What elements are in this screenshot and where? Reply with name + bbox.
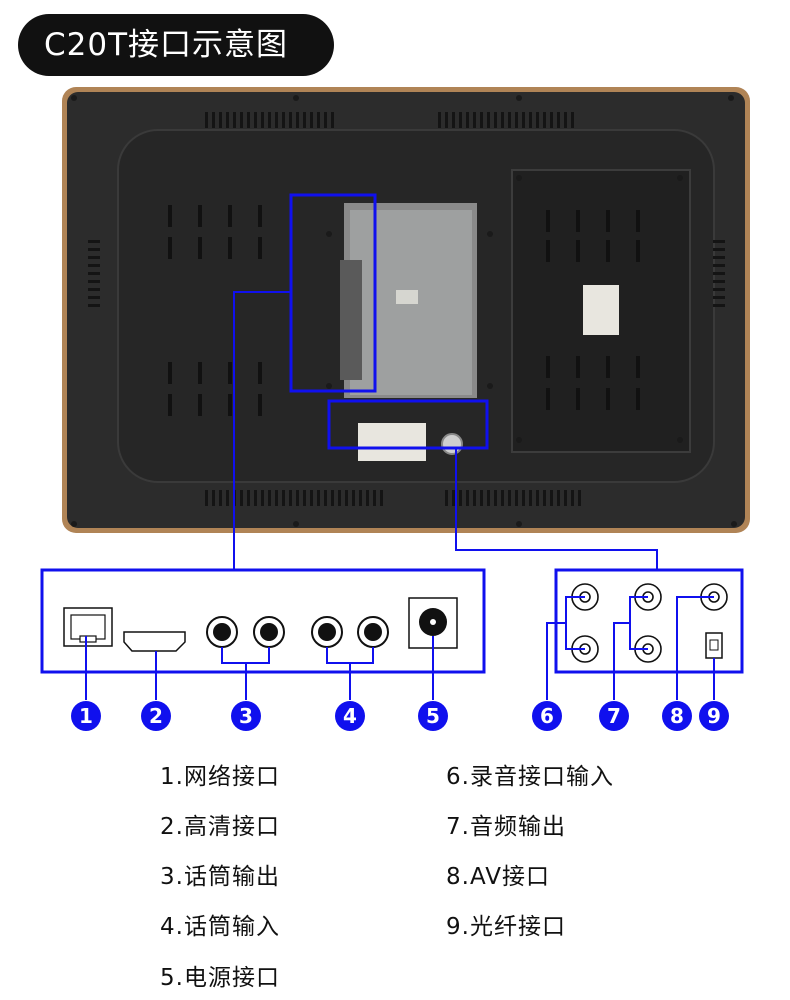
title-badge: C20T接口示意图 <box>18 14 334 76</box>
callout-connectors <box>85 596 715 700</box>
product-label-sticker <box>358 423 426 461</box>
page-title: C20T接口示意图 <box>44 27 289 63</box>
callout-2 <box>141 701 171 731</box>
callout-number-5: 5 <box>426 704 440 728</box>
highlight-bottom-ports <box>327 399 489 450</box>
legend-item-7: 7.音频输出 <box>446 814 566 840</box>
mic-output-jacks-icon <box>206 616 285 648</box>
callout-number-7: 7 <box>607 704 621 728</box>
callout-number-2: 2 <box>149 704 163 728</box>
leader-line-right <box>455 448 658 570</box>
callout-6 <box>532 701 562 731</box>
legend-item-9: 9.光纤接口 <box>446 914 566 940</box>
legend-item-1: 1.网络接口 <box>160 764 280 790</box>
rating-label-sticker <box>583 285 619 335</box>
device-back-photo <box>62 87 750 533</box>
rj45-port-icon <box>63 607 113 647</box>
callout-number-3: 3 <box>239 704 253 728</box>
leader-line-left <box>233 291 291 570</box>
callout-number-4: 4 <box>343 704 357 728</box>
legend-item-2: 2.高清接口 <box>160 814 280 840</box>
callout-5 <box>418 701 448 731</box>
callout-3 <box>231 701 261 731</box>
callout-number-8: 8 <box>670 704 684 728</box>
callout-4 <box>335 701 365 731</box>
legend-item-6: 6.录音接口输入 <box>446 764 614 790</box>
right-port-panel <box>554 568 744 674</box>
legend-item-3: 3.话筒输出 <box>160 864 280 890</box>
callout-number-6: 6 <box>540 704 554 728</box>
callout-8 <box>662 701 692 731</box>
callout-1 <box>71 701 101 731</box>
callout-7 <box>599 701 629 731</box>
callout-markers <box>71 701 729 731</box>
optical-port-icon <box>705 632 723 659</box>
rca-jacks-icon <box>571 583 728 663</box>
callout-9 <box>699 701 729 731</box>
left-port-panel <box>40 568 486 674</box>
legend-item-4: 4.话筒输入 <box>160 914 280 940</box>
mic-input-jacks-icon <box>311 616 389 648</box>
callout-number-9: 9 <box>707 704 721 728</box>
hdmi-port-icon <box>123 631 186 652</box>
callout-number-1: 1 <box>79 704 93 728</box>
legend-item-5: 5.电源接口 <box>160 965 280 991</box>
legend-item-8: 8.AV接口 <box>446 864 550 890</box>
